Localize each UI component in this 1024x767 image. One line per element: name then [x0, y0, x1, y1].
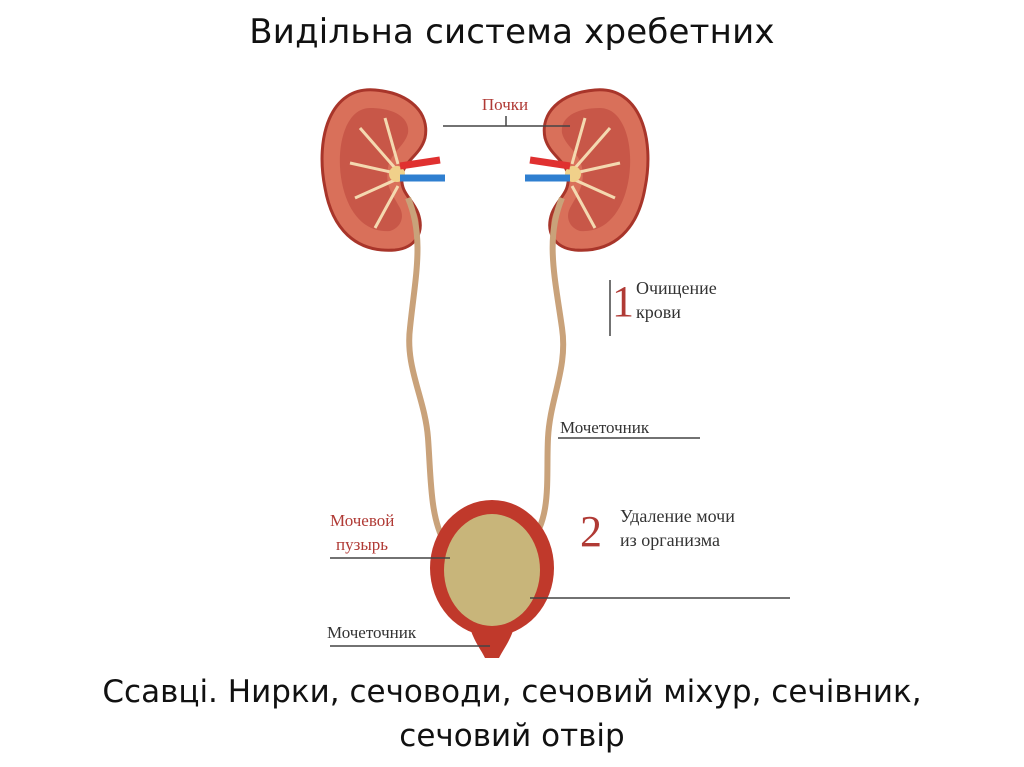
kidneys-label: Почки	[482, 95, 528, 114]
function-1-line2: крови	[636, 302, 681, 322]
function-1-line1: Очищение	[636, 278, 717, 298]
function-1-number: 1	[612, 277, 634, 326]
caption-line-1: Ссавці. Нирки, сечоводи, сечовий міхур, …	[102, 674, 922, 710]
caption-line-2: сечовий отвір	[399, 718, 625, 754]
bladder-label-line1: Мочевой	[330, 511, 394, 530]
function-2-line1: Удаление мочи	[620, 506, 735, 526]
ureter-label: Мочеточник	[560, 418, 650, 437]
urethra-label: Мочеточник	[327, 623, 417, 642]
function-2-number: 2	[580, 507, 602, 556]
renal-vessels	[399, 156, 571, 182]
right-kidney	[542, 88, 650, 252]
excretory-system-diagram: Почки Мочеточник Мочевой пузырь Мочеточн…	[300, 68, 820, 668]
bladder	[430, 500, 554, 658]
leader-lines	[330, 116, 790, 647]
bladder-label-line2: пузырь	[336, 535, 388, 554]
left-kidney	[320, 88, 428, 252]
diagram-svg: Почки Мочеточник Мочевой пузырь Мочеточн…	[320, 88, 790, 658]
function-2-line2: из организма	[620, 530, 720, 550]
slide-title: Видільна система хребетних	[249, 12, 775, 52]
ureters	[405, 196, 567, 545]
